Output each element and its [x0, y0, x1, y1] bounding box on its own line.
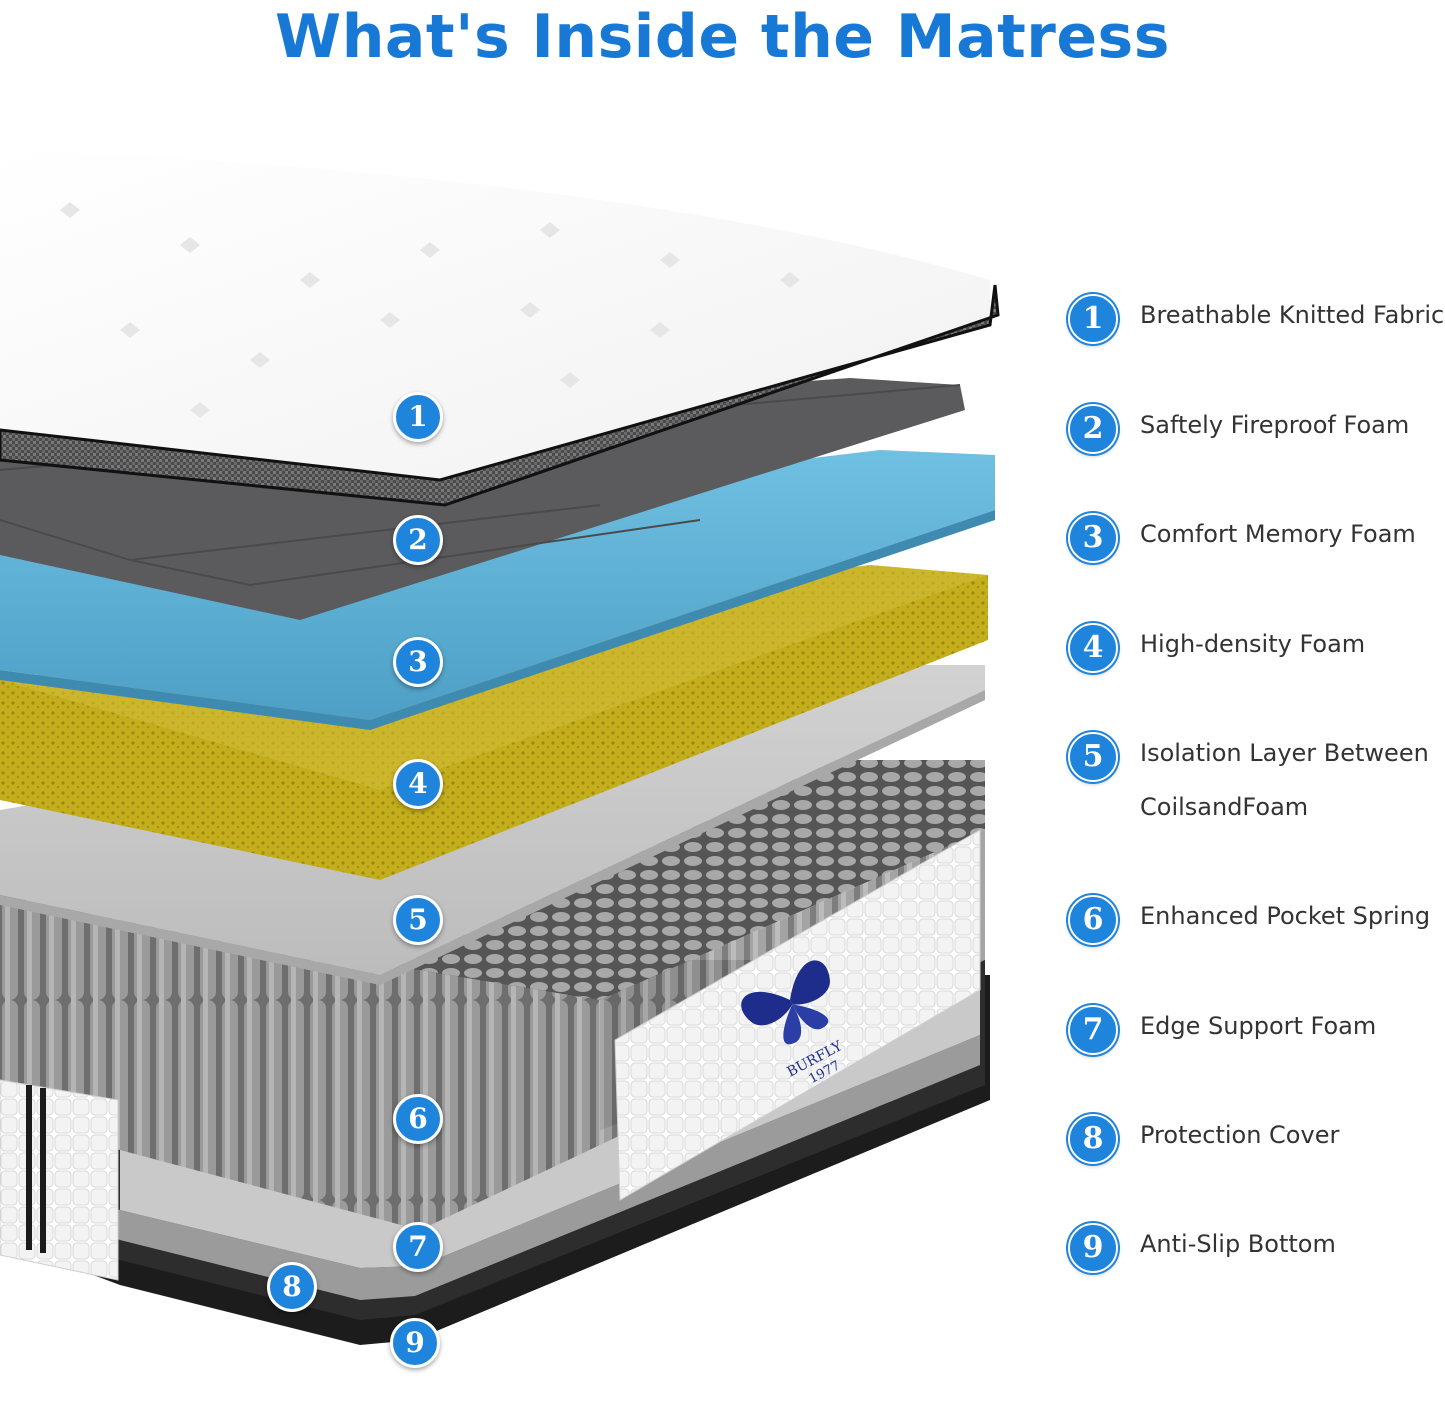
legend-badge-7: 7: [1068, 1005, 1118, 1055]
layer-badge-6: 6: [393, 1094, 443, 1144]
legend-badge-1: 1: [1068, 294, 1118, 344]
layer-badge-4: 4: [393, 759, 443, 809]
legend-badge-9: 9: [1068, 1223, 1118, 1273]
legend-item-4: 4 High-density Foam: [1060, 619, 1445, 679]
legend-label-6: Enhanced Pocket Spring: [1140, 902, 1431, 930]
layer-badge-7: 7: [393, 1222, 443, 1272]
layer-badge-3: 3: [393, 637, 443, 687]
edge-support-foam-shape: [0, 1035, 980, 1300]
legend-label-1: Breathable Knitted Fabric: [1140, 301, 1445, 329]
legend-item-8: 8 Protection Cover: [1060, 1110, 1445, 1170]
legend-label-2: Saftely Fireproof Foam: [1140, 411, 1410, 439]
legend-label-9: Anti-Slip Bottom: [1140, 1230, 1336, 1258]
layer-badge-5: 5: [393, 895, 443, 945]
pocket-spring-block: [0, 900, 600, 1230]
legend-item-7: 7 Edge Support Foam: [1060, 1001, 1445, 1061]
legend-item-5: 5 Isolation Layer Between CoilsandFoam: [1060, 728, 1445, 848]
legend-label-4: High-density Foam: [1140, 630, 1366, 658]
page-title: What's Inside the Matress: [275, 2, 1170, 72]
side-panel-left: [0, 1079, 119, 1281]
layer-badge-8: 8: [267, 1262, 317, 1312]
legend-item-2: 2 Saftely Fireproof Foam: [1060, 400, 1445, 460]
layer-badge-1: 1: [393, 392, 443, 442]
legend-item-1: 1 Breathable Knitted Fabric: [1060, 290, 1445, 350]
top-quilt-stitches: [60, 202, 800, 418]
memory-foam-shape: [0, 450, 995, 720]
legend-label-3: Comfort Memory Foam: [1140, 520, 1416, 548]
layer-badge-2: 2: [393, 515, 443, 565]
legend-badge-3: 3: [1068, 513, 1118, 563]
legend-badge-2: 2: [1068, 404, 1118, 454]
legend-label-8: Protection Cover: [1140, 1121, 1340, 1149]
legend-item-9: 9 Anti-Slip Bottom: [1060, 1219, 1445, 1279]
legend-label-5: Isolation Layer Between CoilsandFoam: [1140, 739, 1429, 821]
legend-item-3: 3 Comfort Memory Foam: [1060, 509, 1445, 569]
legend-badge-6: 6: [1068, 895, 1118, 945]
legend-badge-4: 4: [1068, 623, 1118, 673]
layer-badge-9: 9: [390, 1318, 440, 1368]
legend-label-7: Edge Support Foam: [1140, 1012, 1377, 1040]
legend-item-6: 6 Enhanced Pocket Spring: [1060, 891, 1445, 951]
knitted-top-shape: [0, 150, 990, 480]
legend-badge-8: 8: [1068, 1114, 1118, 1164]
legend-badge-5: 5: [1068, 732, 1118, 782]
